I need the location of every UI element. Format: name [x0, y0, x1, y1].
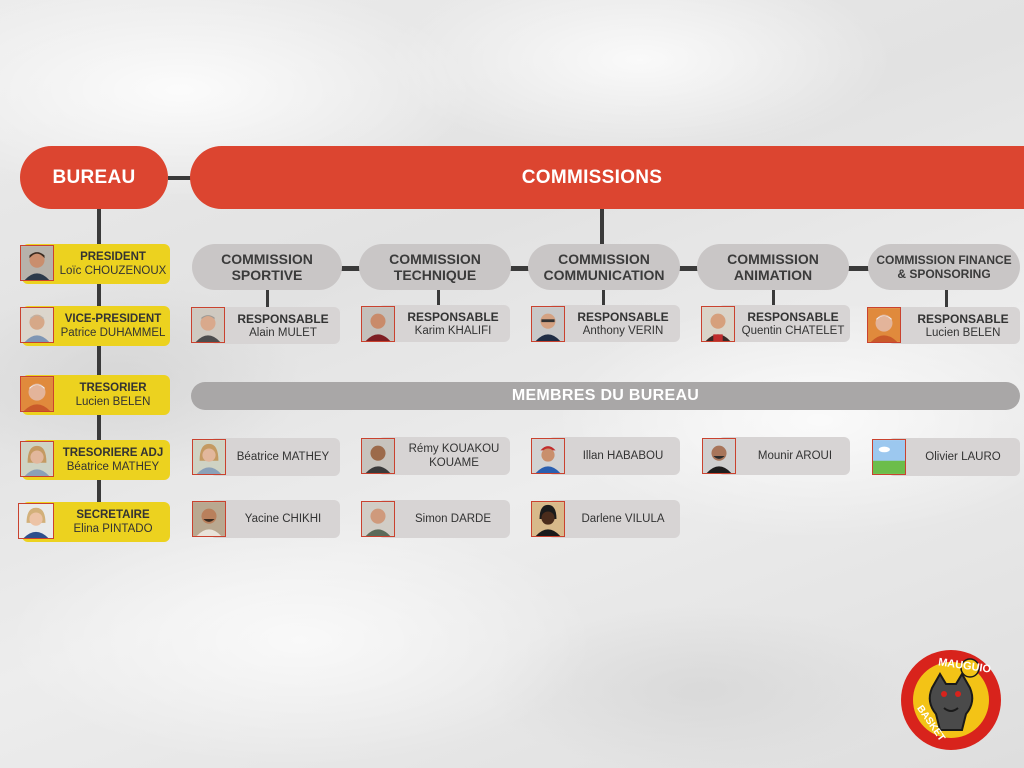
- avatar: [361, 438, 395, 474]
- avatar: [18, 503, 54, 539]
- responsable-card: RESPONSABLE Anthony VERIN: [548, 305, 680, 342]
- connector-resp-5: [945, 290, 948, 308]
- role-label: RESPONSABLE: [917, 311, 1009, 326]
- member-name: Simon DARDE: [414, 513, 492, 525]
- connector-commissions-vertical: [600, 208, 604, 248]
- commission-finance-sponsoring: COMMISSION FINANCE & SPONSORING: [868, 244, 1020, 290]
- member-name: Patrice DUHAMMEL: [60, 327, 166, 339]
- avatar: [361, 501, 395, 537]
- responsable-card: RESPONSABLE Alain MULET: [210, 307, 340, 344]
- avatar: [20, 245, 54, 281]
- role-label: RESPONSABLE: [577, 309, 669, 324]
- role-label: VICE-PRESIDENT: [64, 313, 162, 325]
- responsable-card: RESPONSABLE Karim KHALIFI: [378, 305, 510, 342]
- bureau-header: BUREAU: [20, 146, 168, 209]
- role-label: TRESORIERE ADJ: [62, 447, 164, 459]
- membre-card: Darlene VILULA: [548, 500, 680, 538]
- avatar: [192, 439, 226, 475]
- membre-card: Yacine CHIKHI: [210, 500, 340, 538]
- member-name: Béatrice MATHEY: [236, 451, 330, 463]
- connector-resp-2: [437, 290, 440, 308]
- mauguio-basket-logo: MAUGUIO BASKET: [898, 648, 1004, 752]
- avatar: [867, 307, 901, 343]
- avatar: [191, 307, 225, 343]
- member-name: Loïc CHOUZENOUX: [59, 265, 167, 277]
- membre-card: Simon DARDE: [378, 500, 510, 538]
- avatar: [192, 501, 226, 537]
- member-name: Lucien BELEN: [75, 396, 151, 408]
- connector-resp-4: [772, 290, 775, 308]
- membre-card: Béatrice MATHEY: [210, 438, 340, 476]
- commission-communication: COMMISSION COMMUNICATION: [528, 244, 680, 290]
- membre-card: Illan HABABOU: [548, 437, 680, 475]
- avatar: [20, 376, 54, 412]
- membre-card: Mounir AROUI: [718, 437, 850, 475]
- member-name: Mounir AROUI: [757, 450, 833, 462]
- membre-card: Rémy KOUAKOU KOUAME: [378, 437, 510, 475]
- member-name: Darlene VILULA: [581, 513, 665, 525]
- membre-card: Olivier LAURO: [888, 438, 1020, 476]
- connector-resp-3: [602, 290, 605, 308]
- member-name: Rémy KOUAKOU KOUAME: [408, 443, 500, 469]
- role-label: RESPONSABLE: [407, 309, 499, 324]
- connector-resp-1: [266, 290, 269, 308]
- avatar: [531, 306, 565, 342]
- membres-du-bureau-bar: MEMBRES DU BUREAU: [191, 382, 1020, 410]
- role-label: RESPONSABLE: [747, 309, 839, 324]
- avatar: [531, 438, 565, 474]
- member-name: Lucien BELEN: [925, 326, 1001, 339]
- avatar: [872, 439, 906, 475]
- avatar: [702, 438, 736, 474]
- member-name: Yacine CHIKHI: [244, 513, 322, 525]
- member-name: Béatrice MATHEY: [66, 461, 160, 473]
- member-name: Anthony VERIN: [582, 324, 664, 337]
- avatar: [531, 501, 565, 537]
- commission-animation: COMMISSION ANIMATION: [697, 244, 849, 290]
- member-name: Quentin CHATELET: [741, 324, 845, 337]
- responsable-card: RESPONSABLE Quentin CHATELET: [718, 305, 850, 342]
- connector-bureau-vertical: [97, 208, 101, 508]
- commissions-header: COMMISSIONS: [190, 146, 1024, 209]
- role-label: SECRETAIRE: [76, 509, 150, 521]
- connector-bureau-commissions: [168, 176, 194, 180]
- avatar: [20, 307, 54, 343]
- responsable-card: RESPONSABLE Lucien BELEN: [888, 307, 1020, 344]
- member-name: Alain MULET: [249, 326, 317, 339]
- member-name: Illan HABABOU: [582, 450, 664, 462]
- member-name: Elina PINTADO: [73, 523, 153, 535]
- commission-sportive: COMMISSION SPORTIVE: [192, 244, 342, 290]
- logo-graphic: [901, 650, 1001, 750]
- avatar: [361, 306, 395, 342]
- role-label: TRESORIER: [79, 382, 147, 394]
- avatar: [20, 441, 54, 477]
- member-name: Karim KHALIFI: [414, 324, 492, 337]
- avatar: [701, 306, 735, 342]
- member-name: Olivier LAURO: [925, 451, 1001, 463]
- role-label: PRESIDENT: [80, 251, 146, 263]
- commission-technique: COMMISSION TECHNIQUE: [359, 244, 511, 290]
- role-label: RESPONSABLE: [237, 311, 329, 326]
